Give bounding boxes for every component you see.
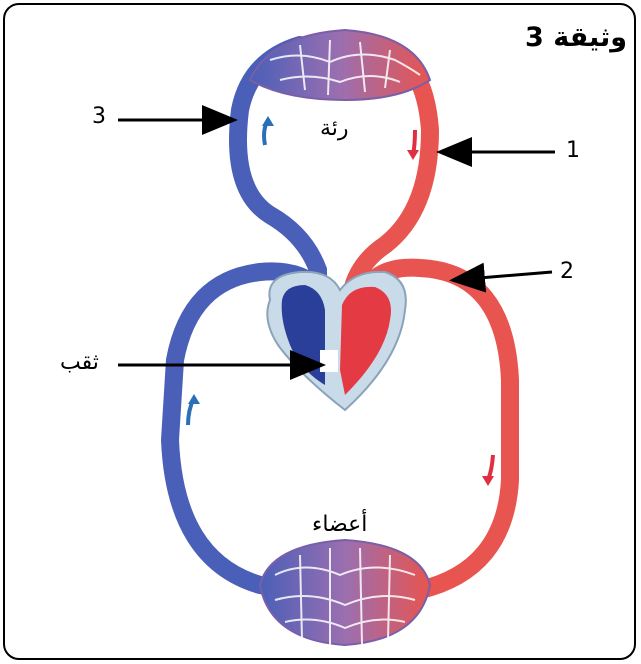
organs-label: أعضاء: [312, 512, 367, 537]
label-number-3: 3: [92, 104, 106, 129]
septal-hole: [320, 350, 338, 372]
flow-arrow-blue-lung-head: [262, 116, 274, 126]
label-number-1: 1: [566, 138, 580, 163]
hole-label: ثقب: [60, 350, 99, 375]
flow-arrow-red-body-head: [482, 476, 494, 486]
flow-arrow-blue-body-head: [188, 394, 200, 404]
organ-capillaries: [260, 540, 430, 645]
flow-arrow-red-lung-head: [407, 150, 419, 160]
label-number-2: 2: [560, 259, 574, 284]
lung-label: رئة: [320, 116, 349, 141]
